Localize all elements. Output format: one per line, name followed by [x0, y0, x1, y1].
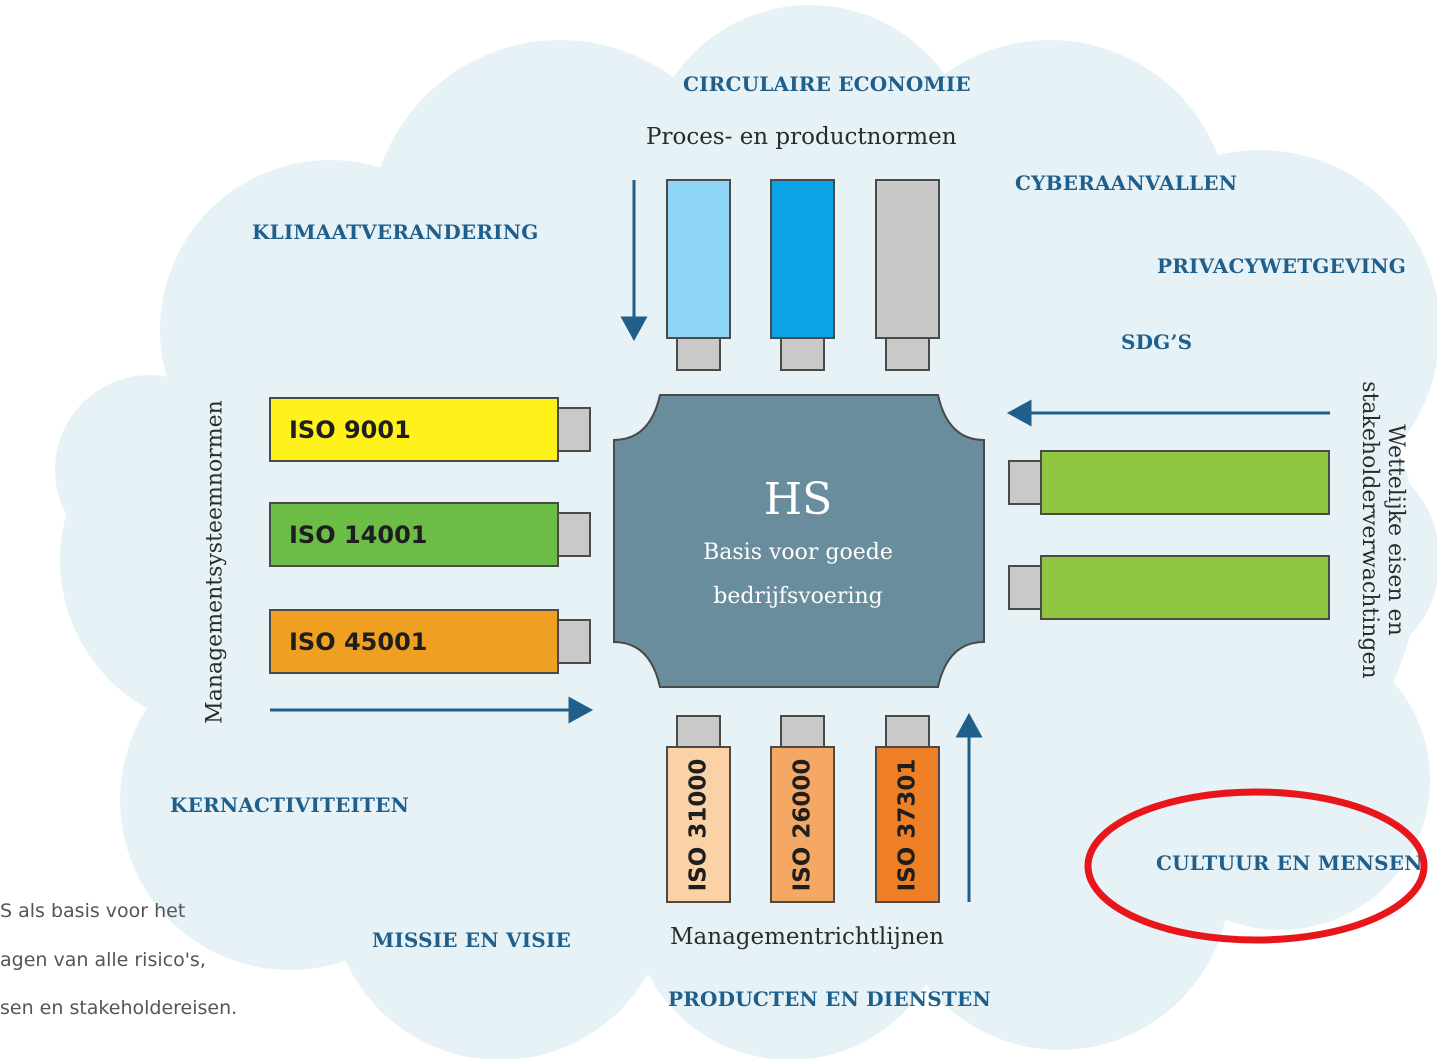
iso-26000-plug	[780, 715, 825, 749]
iso-31000-label: ISO 31000	[685, 758, 712, 891]
theme-cyberaanvallen: CYBERAANVALLEN	[1015, 171, 1238, 195]
theme-cultuur-en-mensen: CULTUUR EN MENSEN	[1156, 851, 1423, 875]
heading-right-line2: stakeholderverwachtingen	[1357, 381, 1382, 679]
heading-right-line1: Wettelijke eisen en	[1383, 424, 1408, 636]
iso-14001-label: ISO 14001	[289, 520, 428, 549]
theme-privacywetgeving: PRIVACYWETGEVING	[1157, 254, 1407, 278]
caption-line1: S als basis voor het	[0, 900, 186, 922]
iso-37301-block: ISO 37301	[875, 746, 940, 903]
center-line1: Basis voor goede	[703, 540, 893, 565]
iso-9001-block: ISO 9001	[269, 397, 559, 462]
heading-managementrichtlijnen: Managementrichtlijnen	[670, 924, 944, 950]
iso-26000-block: ISO 26000	[770, 746, 835, 903]
caption-line2: agen van alle risico's,	[0, 949, 206, 971]
arrow-top-down	[620, 180, 648, 342]
top-block-3-plug	[885, 337, 930, 371]
top-block-1	[666, 179, 731, 339]
theme-kernactiviteiten: KERNACTIVITEITEN	[170, 793, 410, 817]
heading-managementsysteemnormen: Managementsysteemnormen	[202, 400, 228, 724]
iso-26000-label: ISO 26000	[789, 758, 816, 891]
iso-31000-block: ISO 31000	[666, 746, 731, 903]
heading-wettelijke-eisen: Wettelijke eisen en stakeholderverwachti…	[1356, 381, 1408, 678]
highlight-ellipse	[1084, 788, 1428, 944]
iso-37301-plug	[885, 715, 930, 749]
theme-sdgs: SDG’S	[1121, 330, 1193, 354]
right-block-2	[1040, 555, 1330, 620]
center-title: HS	[763, 474, 833, 525]
iso-31000-plug	[676, 715, 721, 749]
right-block-1	[1040, 450, 1330, 515]
center-line2: bedrijfsvoering	[713, 584, 883, 609]
arrow-right-left	[1006, 399, 1330, 427]
top-block-1-plug	[676, 337, 721, 371]
iso-45001-label: ISO 45001	[289, 627, 428, 656]
iso-37301-label: ISO 37301	[894, 758, 921, 891]
right-block-2-plug	[1008, 565, 1044, 610]
theme-klimaatverandering: KLIMAATVERANDERING	[252, 220, 539, 244]
iso-14001-plug	[557, 512, 591, 557]
top-block-3	[875, 179, 940, 339]
iso-9001-plug	[557, 407, 591, 452]
arrow-left-right	[270, 696, 594, 724]
iso-45001-plug	[557, 619, 591, 664]
caption-line3: sen en stakeholdereisen.	[0, 997, 238, 1019]
theme-missie-en-visie: MISSIE EN VISIE	[372, 928, 571, 952]
top-block-2	[770, 179, 835, 339]
theme-circulaire-economie: CIRCULAIRE ECONOMIE	[683, 72, 971, 96]
theme-producten-en-diensten: PRODUCTEN EN DIENSTEN	[668, 987, 991, 1011]
top-block-2-plug	[780, 337, 825, 371]
arrow-bottom-up	[955, 712, 983, 902]
iso-45001-block: ISO 45001	[269, 609, 559, 674]
iso-14001-block: ISO 14001	[269, 502, 559, 567]
right-block-1-plug	[1008, 460, 1044, 505]
iso-9001-label: ISO 9001	[289, 415, 411, 444]
heading-proces-productnormen: Proces- en productnormen	[646, 124, 957, 150]
center-box	[613, 394, 985, 688]
